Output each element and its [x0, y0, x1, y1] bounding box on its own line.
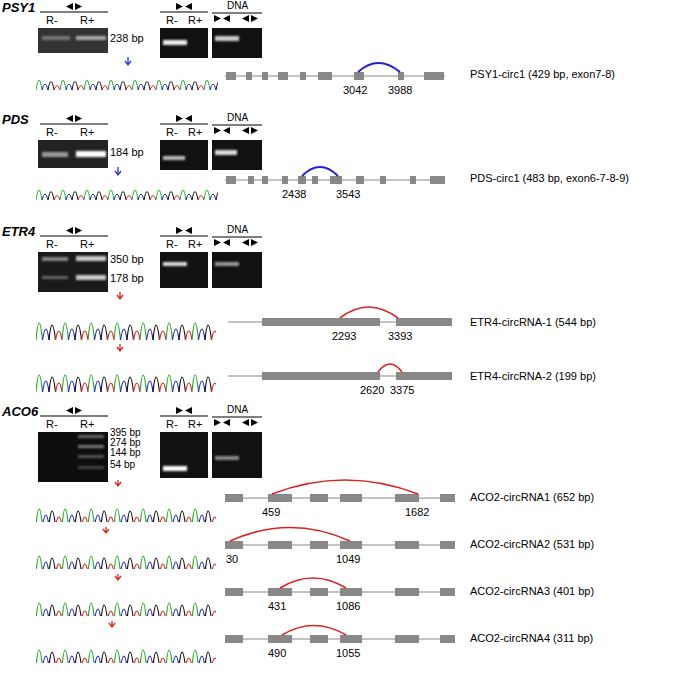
text-label: 274 bp: [110, 437, 141, 448]
gene-label: PSY1: [2, 1, 35, 15]
gene-label: ETR4: [2, 225, 35, 239]
text-label: R-: [166, 14, 178, 27]
chromatogram: [36, 176, 218, 200]
gel-panel: [38, 227, 262, 292]
text-label: 1049: [336, 553, 360, 566]
text-label: 431: [268, 600, 286, 613]
text-label: 3042: [343, 84, 367, 97]
gene-structure: [225, 167, 445, 184]
chromatogram: [36, 486, 216, 522]
chromatogram: [36, 300, 216, 340]
text-label: R+: [188, 238, 202, 251]
text-label: R-: [46, 14, 58, 27]
gene-structure: [228, 307, 452, 380]
text-label: 54 bp: [110, 459, 135, 470]
text-label: R-: [46, 418, 58, 431]
text-label: 144 bp: [110, 447, 141, 458]
circrna-name: ETR4-circRNA-2 (199 bp): [470, 370, 596, 382]
chromatogram: [36, 627, 216, 663]
text-label: 184 bp: [110, 146, 144, 159]
text-label: 3988: [388, 84, 412, 97]
chromatogram: [36, 352, 216, 392]
text-label: R-: [46, 126, 58, 139]
text-label: 2293: [332, 330, 356, 343]
text-label: 459: [262, 506, 280, 519]
circrna-name: ACO2-circRNA1 (652 bp): [470, 491, 594, 503]
text-label: 3375: [390, 384, 414, 397]
text-label: 1682: [405, 506, 429, 519]
text-label: DNA: [227, 224, 248, 235]
chromatogram: [36, 533, 216, 569]
text-label: 238 bp: [110, 32, 144, 45]
circrna-name: PDS-circ1 (483 bp, exon6-7-8-9): [470, 172, 629, 184]
gel-panel: [38, 115, 262, 170]
text-label: R+: [80, 14, 94, 27]
text-label: R-: [166, 126, 178, 139]
text-label: 2620: [360, 384, 384, 397]
circrna-name: ETR4-circRNA-1 (544 bp): [470, 316, 596, 328]
text-label: 490: [268, 647, 286, 660]
text-label: 395 bp: [110, 427, 141, 438]
circrna-name: PSY1-circ1 (429 bp, exon7-8): [470, 68, 615, 80]
text-label: 2438: [282, 188, 306, 201]
gene-label: ACO6: [2, 405, 38, 419]
text-label: R-: [46, 238, 58, 251]
text-label: 3543: [336, 188, 360, 201]
gel-panel: [38, 3, 262, 58]
gel-panel: [38, 407, 262, 482]
gene-structure: [225, 480, 455, 643]
text-label: DNA: [227, 404, 248, 415]
text-label: R-: [166, 418, 178, 431]
text-label: 178 bp: [110, 272, 144, 285]
circrna-name: ACO2-circRNA2 (531 bp): [470, 538, 594, 550]
text-label: 3393: [388, 330, 412, 343]
gene-label: PDS: [2, 113, 29, 127]
text-label: R+: [80, 238, 94, 251]
text-label: R+: [188, 418, 202, 431]
text-label: R+: [188, 126, 202, 139]
text-label: DNA: [227, 0, 248, 11]
chromatogram: [36, 580, 216, 616]
gene-structure: [225, 63, 445, 80]
text-label: R-: [166, 238, 178, 251]
circrna-name: ACO2-circRNA3 (401 bp): [470, 585, 594, 597]
text-label: DNA: [227, 112, 248, 123]
text-label: R+: [80, 126, 94, 139]
circrna-name: ACO2-circRNA4 (311 bp): [470, 632, 593, 644]
text-label: 1086: [336, 600, 360, 613]
text-label: 1055: [336, 647, 360, 660]
text-label: R+: [80, 418, 94, 431]
chromatogram: [36, 66, 218, 90]
text-label: 30: [226, 553, 238, 566]
text-label: 350 bp: [110, 253, 144, 266]
text-label: R+: [188, 14, 202, 27]
